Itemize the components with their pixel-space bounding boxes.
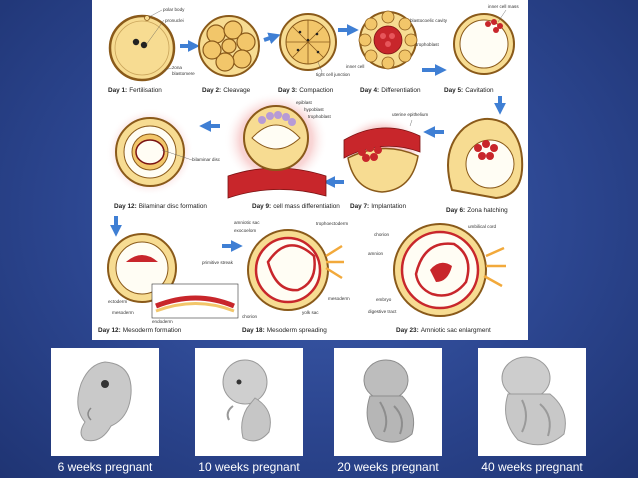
stage-day5-caption: Day 5:Cavitation <box>444 87 494 94</box>
label-uterine-epithelium: uterine epithelium <box>392 112 428 117</box>
label-trophoectoderm: trophoectoderm <box>316 221 348 226</box>
fetus-20-weeks-caption: 20 weeks pregnant <box>337 460 439 474</box>
label-mesoderm-day18: mesoderm <box>328 296 350 301</box>
stage-day7-caption: Day 7:Implantation <box>350 203 406 210</box>
stage-day9-caption: Day 9:cell mass differentiation <box>252 203 340 210</box>
stage-day9-cell-mass-differentiation: epiblast hypoblast trophoblast Day 9:cel… <box>224 92 340 210</box>
label-endoderm: endoderm <box>152 319 173 324</box>
label-pronuclei: pronuclei <box>165 18 184 23</box>
stage-day1-caption: Day 1:Fertilisation <box>108 87 162 94</box>
label-tight-cell-junction: tight cell junction <box>316 72 350 77</box>
label-inner-cell: inner cell <box>346 64 364 69</box>
stage-day2-caption: Day 2:Cleavage <box>202 87 251 94</box>
label-ectoderm: ectoderm <box>108 299 127 304</box>
stage-day3-caption: Day 3:Compaction <box>278 87 334 94</box>
label-zona: zona <box>172 65 182 70</box>
stage-day12-mesoderm-caption: Day 12:Mesoderm formation <box>98 327 182 334</box>
label-bilaminar-disc: bilaminar disc <box>192 157 221 162</box>
stage-day7-implantation: uterine epithelium Day 7:Implantation <box>340 112 428 210</box>
fetus-10-weeks-caption: 10 weeks pregnant <box>198 460 300 474</box>
label-umbilical-cord: umbilical cord <box>468 224 497 229</box>
label-embryo: embryo <box>376 297 392 302</box>
stage-day23-caption: Day 23:Amniotic sac enlargment <box>396 327 491 334</box>
label-exocoelom: exocoelom <box>234 228 256 233</box>
fetus-10-weeks-image <box>195 348 303 456</box>
stage-day4-caption: Day 4:Differentiation <box>360 87 421 94</box>
stage-day6-zona-hatching: Day 6:Zona hatching <box>446 117 524 214</box>
label-chorion: chorion <box>374 232 390 237</box>
label-polar-body: polar body <box>163 7 185 12</box>
label-blastomere: blastomere <box>172 71 195 76</box>
label-epiblast: epiblast <box>296 100 313 105</box>
label-blastocoelic-cavity: blastocoelic cavity <box>410 18 448 23</box>
label-amniotic-sac: amniotic sac <box>234 220 260 225</box>
stage-day12-mesoderm-formation: primitive streak ectoderm mesoderm endod… <box>98 233 239 334</box>
fetus-40-weeks-caption: 40 weeks pregnant <box>481 460 583 474</box>
label-mesoderm: mesoderm <box>112 310 134 315</box>
stage-day18-caption: Day 18:Mesoderm spreading <box>242 327 327 334</box>
stage-day6-caption: Day 6:Zona hatching <box>446 207 508 214</box>
fetus-20-weeks-image <box>334 348 442 456</box>
stage-day3-compaction: tight cell junction Day 3:Compaction <box>278 13 350 94</box>
stage-day23-amniotic-sac-enlargment: umbilical cord chorion amnion embryo dig… <box>368 223 506 334</box>
stage-day5-cavitation: inner cell mass Day 5:Cavitation <box>444 4 519 94</box>
embryo-development-diagram: polar body pronuclei zona blastomere Day… <box>92 0 528 340</box>
fetus-6-weeks-caption: 6 weeks pregnant <box>57 460 153 474</box>
stage-day12-bilaminar-disc: bilaminar disc Day 12:Bilaminar disc for… <box>106 108 221 210</box>
label-primitive-streak: primitive streak <box>202 260 234 265</box>
fetus-6-weeks-image <box>51 348 159 456</box>
arrow-day2-to-day3 <box>263 32 281 44</box>
stage-day12-bilaminar-caption: Day 12:Bilaminar disc formation <box>114 203 207 210</box>
stage-day18-mesoderm-spreading: amniotic sac exocoelom trophoectoderm me… <box>234 220 350 334</box>
label-amnion: amnion <box>368 251 384 256</box>
label-chorion-day18: chorion <box>242 314 258 319</box>
stage-day4-differentiation: blastocoelic cavity trophoblast inner ce… <box>346 10 448 94</box>
label-digestive-tract: digestive tract <box>368 309 397 314</box>
fetus-40-weeks-image <box>478 348 586 456</box>
label-trophoblast: trophoblast <box>416 42 439 47</box>
stage-day1-fertilisation: polar body pronuclei zona blastomere Day… <box>108 7 195 94</box>
stage-day2-cleavage: Day 2:Cleavage <box>198 15 260 94</box>
label-trophoblast-day9: trophoblast <box>308 114 331 119</box>
label-inner-cell-mass: inner cell mass <box>488 4 519 9</box>
label-yolk-sac: yolk sac <box>302 310 319 315</box>
label-hypoblast: hypoblast <box>304 107 324 112</box>
